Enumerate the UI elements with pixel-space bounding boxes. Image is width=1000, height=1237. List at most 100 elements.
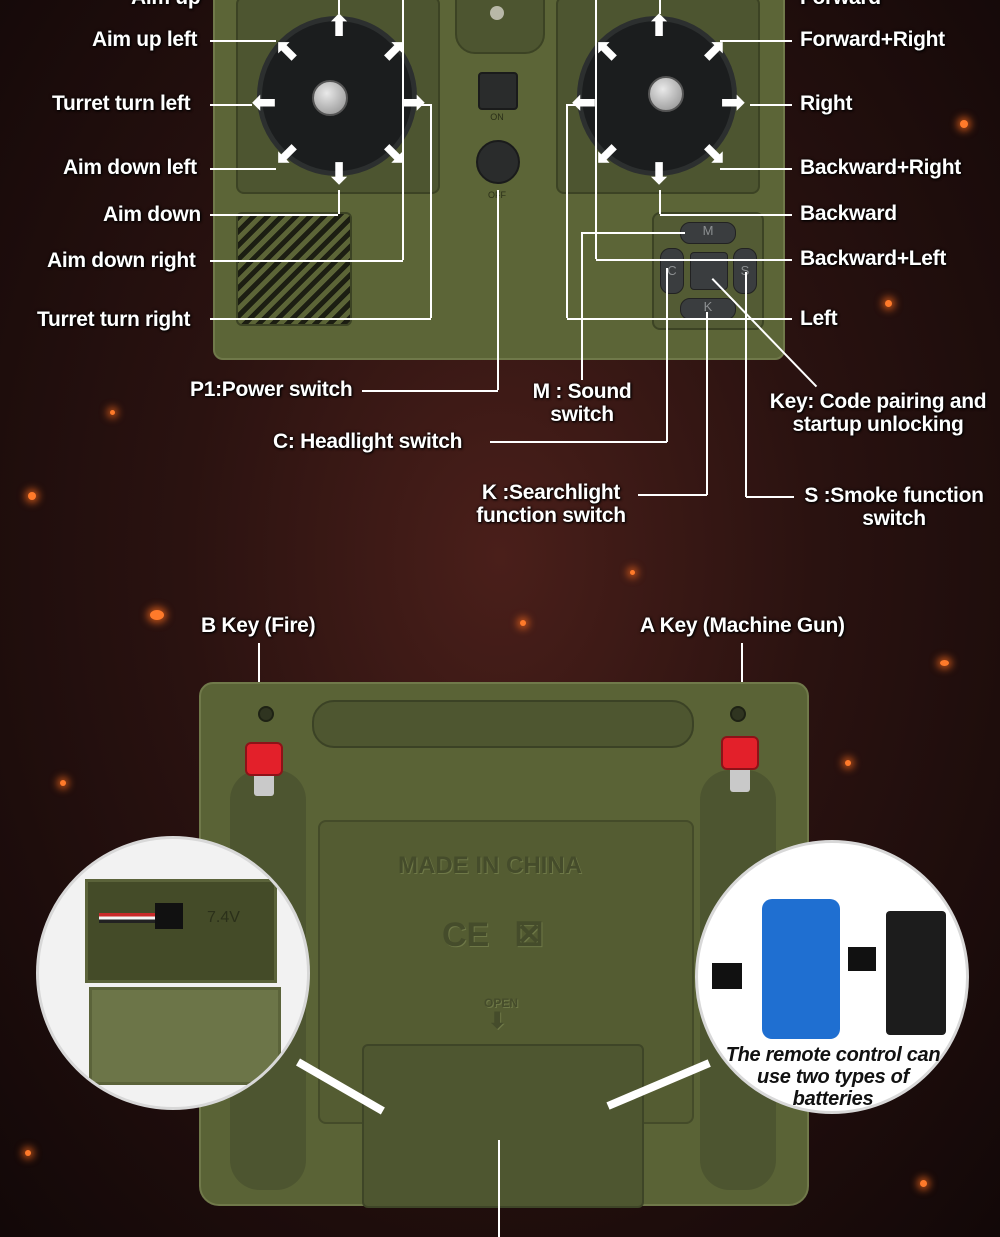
leader-line [659, 0, 661, 14]
label-aim-up: Aim up [131, 0, 201, 9]
right-stick-knob[interactable] [648, 76, 684, 112]
open-arrow-icon: ⬇ [488, 1008, 507, 1033]
arrow-down-icon: ⬇ [646, 157, 672, 192]
label-battery-note: The remote control can use two types of … [708, 1044, 958, 1110]
battery-plug [712, 963, 742, 989]
label-aim-down-right: Aim down right [47, 249, 196, 272]
arrow-down-right-icon: ⬊ [380, 135, 406, 170]
searchlight-line1: K :Searchlight [481, 481, 621, 504]
wire-connector [99, 913, 161, 923]
leader-line [338, 190, 340, 214]
leader-line [581, 232, 583, 380]
label-aim-up-left: Aim up left [92, 28, 198, 51]
leader-line [746, 496, 794, 498]
key-button[interactable] [690, 252, 728, 290]
leader-line [745, 272, 747, 497]
leader-line [430, 104, 432, 318]
b-key-cap[interactable] [245, 742, 283, 776]
c-button[interactable]: C [660, 248, 684, 294]
smoke-line1: S :Smoke function [804, 484, 984, 507]
arrow-up-right-icon: ⬈ [380, 33, 406, 68]
leader-line [660, 214, 792, 216]
label-turret-turn-left: Turret turn left [52, 92, 191, 115]
top-handle [312, 700, 694, 748]
leader-line [362, 390, 498, 392]
aa-holder [886, 911, 946, 1035]
leader-line [418, 104, 431, 106]
leader-line [567, 318, 792, 320]
label-backward-left: Backward+Left [800, 247, 947, 270]
right-joystick[interactable] [577, 16, 737, 176]
spark [845, 760, 851, 766]
spark [940, 660, 949, 666]
label-right: Right [800, 92, 853, 115]
spark [110, 410, 115, 415]
arrow-left-icon: ⬅ [571, 85, 597, 120]
recycle-bin-icon: ⊠ [514, 912, 545, 953]
label-backward-right: Backward+Right [800, 156, 961, 179]
power-switch-toggle[interactable] [476, 140, 520, 184]
label-smoke: S :Smoke function switch [798, 484, 990, 530]
m-button[interactable]: M [680, 222, 736, 244]
battery-box-inset: 7.4V [36, 836, 310, 1110]
spark [885, 300, 892, 307]
leader-line [498, 1140, 500, 1237]
label-turret-turn-right: Turret turn right [37, 308, 191, 331]
leader-line [566, 104, 580, 106]
arrow-right-icon: ➡ [720, 85, 746, 120]
arrow-down-left-icon: ⬋ [595, 135, 621, 170]
leader-line [490, 441, 667, 443]
label-backward: Backward [800, 202, 897, 225]
sound-line2: switch [550, 403, 614, 426]
box-lid [89, 987, 281, 1085]
leader-line [210, 104, 252, 106]
screw [258, 706, 274, 722]
k-button[interactable]: K [680, 298, 736, 320]
label-searchlight: K :Searchlight function switch [468, 481, 634, 527]
a-key-cap[interactable] [721, 736, 759, 770]
label-sound-switch: M : Sound switch [520, 380, 644, 426]
battery-door[interactable] [362, 1044, 644, 1208]
leader-line [497, 190, 499, 390]
label-aim-down: Aim down [103, 203, 201, 226]
leader-line [595, 0, 597, 259]
leader-line [566, 104, 568, 318]
leader-line [581, 232, 685, 234]
spark [630, 570, 635, 575]
arrow-up-left-icon: ⬉ [275, 33, 301, 68]
leader-line [338, 0, 340, 14]
smoke-line2: switch [862, 507, 926, 530]
searchlight-line2: function switch [476, 504, 626, 527]
voltage-text: 7.4V [207, 909, 240, 926]
leader-line [706, 312, 708, 495]
leader-line [659, 190, 661, 214]
arrow-right-icon: ➡ [400, 85, 426, 120]
label-aim-down-left: Aim down left [63, 156, 197, 179]
leader-line [666, 268, 668, 442]
power-switch[interactable] [478, 72, 518, 110]
leader-line [210, 40, 276, 42]
battery-line1: The remote control can [725, 1044, 941, 1066]
made-in-china-text: MADE IN CHINA [398, 852, 582, 879]
led-indicator [490, 6, 504, 20]
connector-plug [155, 903, 183, 929]
sound-line1: M : Sound [532, 380, 632, 403]
label-headlight-switch: C: Headlight switch [273, 430, 463, 453]
arrow-left-icon: ⬅ [251, 85, 277, 120]
spark [25, 1150, 31, 1156]
key-line1: Key: Code pairing and [769, 390, 987, 413]
ce-mark: CE [442, 916, 490, 954]
spark [150, 610, 164, 620]
arrow-up-icon: ⬆ [326, 9, 352, 44]
leader-line [210, 214, 338, 216]
arrow-up-icon: ⬆ [646, 9, 672, 44]
label-b-key: B Key (Fire) [201, 614, 316, 637]
battery-line2: use two types of [757, 1066, 909, 1088]
spark [28, 492, 36, 500]
batteries-inset [695, 840, 969, 1114]
label-a-key: A Key (Machine Gun) [640, 614, 845, 637]
open-text: OPEN [484, 996, 519, 1010]
label-forward: Forward [800, 0, 881, 9]
left-stick-knob[interactable] [312, 80, 348, 116]
label-power-switch: P1:Power switch [190, 378, 353, 401]
